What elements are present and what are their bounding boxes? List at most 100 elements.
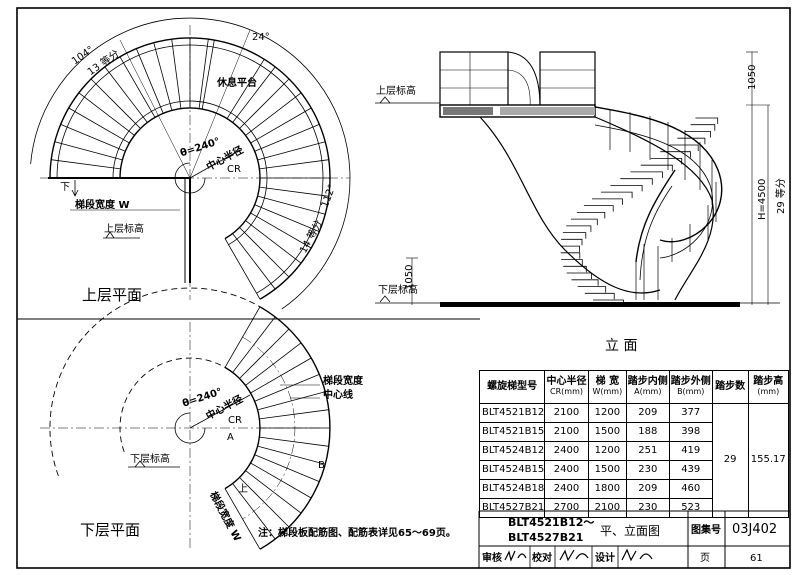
upper-step-line — [232, 66, 276, 123]
cell-b: 377 — [668, 403, 713, 423]
elev-inner-handrail-2 — [639, 185, 673, 281]
lower-plan-title: 下层平面 — [80, 521, 140, 539]
upper-theta-arc — [174, 162, 206, 194]
tb-design-signature — [621, 548, 653, 562]
upper-step-line — [259, 186, 329, 197]
lower-dim-b: B — [318, 460, 325, 471]
elev-lower-level-marker — [379, 295, 391, 303]
lower-flight-width-label: 梯段宽度 — [323, 374, 364, 387]
upper-flight-width-label: 梯段宽度 W — [75, 198, 130, 211]
upper-cr-line — [189, 149, 241, 179]
lower-centerline-label: 中心线 — [323, 388, 353, 401]
elev-step-tread — [566, 225, 592, 232]
tb-check-signature — [559, 549, 589, 562]
upper-landing-label: 休息平台 — [216, 76, 257, 89]
upper-step-line — [90, 78, 141, 129]
cell-cr: 2400 — [544, 441, 589, 461]
upper-step-line — [254, 204, 320, 232]
cell-w: 1200 — [587, 403, 627, 423]
lower-up-label: 上 — [238, 483, 248, 495]
upper-step-line — [68, 107, 130, 144]
elev-stringer-curve-2 — [594, 116, 714, 301]
elev-step-tread — [577, 286, 607, 293]
lower-step-line — [239, 477, 290, 528]
upper-outer-stringer — [49, 37, 331, 300]
cell-model: BLT4527B21 — [478, 498, 546, 518]
elev-curved-rail-top2 — [507, 69, 531, 108]
note-text: 注：梯段板配筋图、配筋表详见65～69页。 — [258, 526, 456, 539]
cell-a: 230 — [625, 460, 670, 480]
col-model: 螺旋梯型号 — [478, 370, 546, 404]
cell-cr: 2100 — [544, 403, 589, 423]
upper-step-line — [78, 92, 135, 136]
tb-atlas-no: 03J402 — [732, 522, 777, 537]
tb-title-2: BLT4527B21 — [508, 531, 583, 544]
upper-plan: 104° 13 等分 24° 休息平台 θ=240° 中心半径 CR 14 等分… — [30, 17, 351, 310]
cell-model: BLT4521B15 — [478, 422, 546, 442]
upper-down-label: 下 — [60, 182, 70, 193]
upper-step-line — [54, 141, 123, 161]
lower-flight-width-w-label: 梯段宽度 W — [207, 489, 244, 543]
upper-radius-line — [189, 29, 251, 179]
elev-step-tread — [583, 205, 614, 212]
elev-step-tread — [571, 279, 599, 286]
cell-w: 2100 — [587, 498, 627, 518]
cell-rise: 155.17 — [747, 403, 790, 518]
elev-upper-slab-hatch — [443, 107, 493, 115]
upper-arrow-down — [71, 180, 79, 197]
lower-step-line — [224, 306, 261, 368]
upper-plan-title: 上层平面 — [82, 286, 142, 304]
tb-title-1: BLT4521B12～ — [508, 516, 594, 529]
lower-theta-arc — [174, 412, 206, 444]
lower-cr-label: CR — [228, 415, 242, 426]
elev-step-tread — [620, 178, 653, 185]
cell-w: 1200 — [587, 441, 627, 461]
tb-atlas-label: 图集号 — [691, 523, 721, 536]
elev-step-tread — [560, 252, 581, 259]
col-steps: 踏步数 — [711, 370, 749, 404]
cell-steps: 29 — [711, 403, 749, 518]
lower-dim-a: A — [227, 432, 234, 443]
elev-outer-handrail — [594, 106, 723, 243]
elev-steps-29-label: 29 等分 — [774, 178, 787, 214]
upper-step-line — [136, 48, 164, 114]
cell-a: 209 — [625, 403, 670, 423]
cell-w: 1800 — [587, 479, 627, 499]
elevation-title: 立 面 — [605, 338, 637, 354]
cell-b: 419 — [668, 441, 713, 461]
tb-review-label: 审核 — [482, 551, 502, 564]
cell-a: 188 — [625, 422, 670, 442]
upper-step-line — [245, 92, 302, 136]
tb-page-no: 61 — [750, 553, 763, 564]
lower-upper-flight-dashed — [49, 287, 261, 477]
elev-step-tread — [630, 171, 663, 178]
elev-step-tread — [592, 198, 623, 205]
upper-step-line — [239, 227, 290, 278]
lower-outer-stringer — [259, 306, 331, 550]
cell-cr: 2400 — [544, 479, 589, 499]
upper-inner-handrail — [112, 100, 268, 246]
cell-model: BLT4524B18 — [478, 479, 546, 499]
elev-stringer-curve — [479, 116, 661, 294]
upper-step-line — [239, 78, 290, 129]
cell-a: 230 — [625, 498, 670, 518]
tb-review-signature — [504, 550, 527, 562]
upper-step-line — [60, 124, 126, 152]
elev-landing — [500, 107, 595, 115]
elev-lower-level-label: 下层标高 — [378, 283, 418, 296]
cell-model: BLT4524B12 — [478, 441, 546, 461]
elev-step-tread — [690, 124, 716, 131]
elev-step-tread — [566, 272, 592, 279]
elev-curved-rail-top — [507, 51, 541, 108]
elev-upper-level-marker — [379, 96, 391, 104]
